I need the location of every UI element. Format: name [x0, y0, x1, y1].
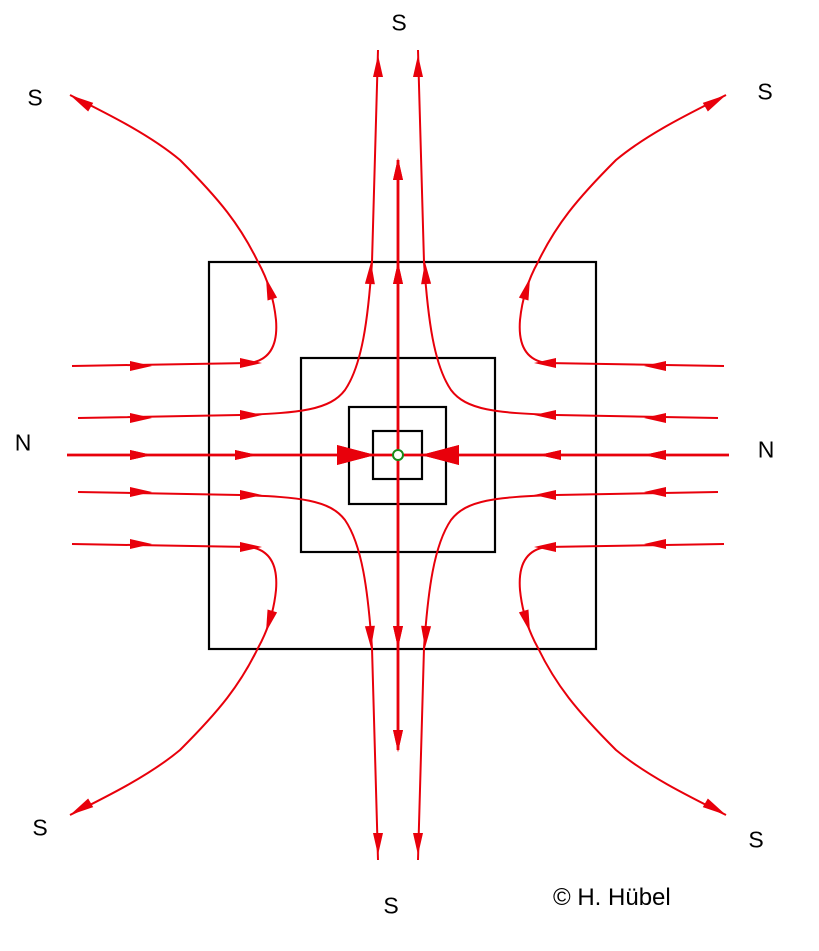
arrowhead-icon: [644, 487, 666, 497]
arrowhead-icon: [702, 95, 726, 112]
arrowhead-icon: [534, 358, 556, 368]
arrowhead-icon: [364, 262, 375, 285]
label-top-right: S: [757, 78, 773, 105]
field-line-inner: [417, 49, 719, 419]
arrowhead-icon: [644, 361, 666, 371]
field-quadrant-bottom-left: [67, 445, 403, 861]
arrowhead-icon: [70, 95, 94, 112]
label-bottom-right: S: [748, 826, 764, 853]
arrowhead-icon: [413, 833, 423, 855]
arrowhead-icon: [266, 609, 278, 632]
arrowhead-icon: [421, 625, 432, 648]
label-left: N: [14, 429, 32, 456]
arrowhead-icon: [130, 413, 152, 423]
arrowhead-icon: [266, 278, 278, 301]
label-top: S: [391, 9, 407, 36]
center-point: [392, 449, 404, 461]
field-line-outer: [69, 543, 278, 816]
field-line-outer: [518, 543, 727, 816]
arrowhead-icon: [421, 445, 459, 465]
arrowhead-icon: [130, 450, 152, 460]
field-quadrant-bottom-right: [393, 445, 729, 861]
arrowhead-icon: [337, 445, 375, 465]
arrowhead-icon: [413, 55, 423, 77]
field-line-inner: [77, 491, 379, 861]
arrowhead-icon: [393, 158, 403, 180]
label-right: N: [757, 436, 775, 463]
arrowhead-icon: [130, 361, 152, 371]
arrowhead-icon: [393, 730, 403, 752]
field-line-outer: [69, 94, 278, 367]
arrowhead-icon: [518, 278, 530, 301]
arrowhead-icon: [702, 798, 726, 815]
arrowhead-icon: [644, 539, 666, 549]
arrowhead-icon: [393, 626, 403, 648]
arrowhead-icon: [534, 490, 556, 500]
arrowhead-icon: [421, 262, 432, 285]
arrowhead-icon: [240, 542, 262, 552]
field-quadrant-top-left: [67, 49, 403, 465]
field-line-outer: [518, 94, 727, 367]
arrowhead-icon: [534, 542, 556, 552]
copyright: © H. Hübel: [553, 884, 671, 911]
arrowhead-icon: [130, 487, 152, 497]
label-bottom-left: S: [32, 814, 48, 841]
arrowhead-icon: [235, 450, 257, 460]
label-top-left: S: [27, 84, 43, 111]
field-quadrant-top-right: [393, 49, 729, 465]
arrowhead-icon: [644, 450, 666, 460]
arrowhead-icon: [240, 490, 262, 500]
field-line-inner: [417, 491, 719, 861]
arrowhead-icon: [240, 358, 262, 368]
arrowhead-icon: [130, 539, 152, 549]
label-bottom: S: [383, 892, 399, 919]
arrowhead-icon: [240, 410, 262, 420]
field-line-inner: [77, 49, 379, 419]
arrowhead-icon: [70, 798, 94, 815]
arrowhead-icon: [373, 55, 383, 77]
arrowhead-icon: [644, 413, 666, 423]
arrowhead-icon: [534, 410, 556, 420]
arrowhead-icon: [373, 833, 383, 855]
arrowhead-icon: [518, 609, 530, 632]
arrowhead-icon: [364, 625, 375, 648]
arrowhead-icon: [393, 262, 403, 284]
arrowhead-icon: [539, 450, 561, 460]
